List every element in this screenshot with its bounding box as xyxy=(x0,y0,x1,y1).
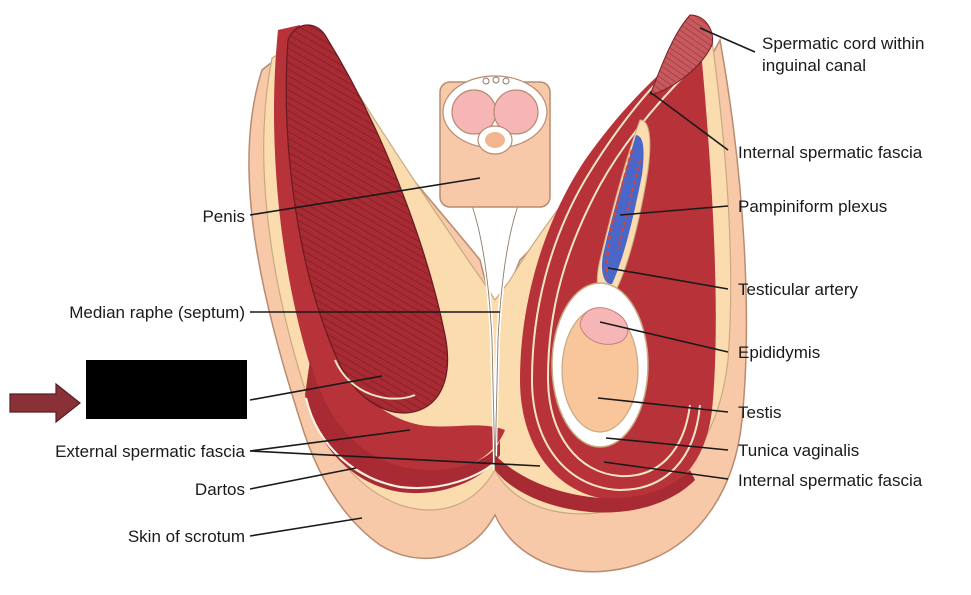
leader-tunica xyxy=(605,437,729,451)
label-testicular-artery: Testicular artery xyxy=(738,280,858,299)
label-median-raphe: Median raphe (septum) xyxy=(69,303,245,322)
right-fascia-line-outer xyxy=(530,49,701,492)
pampiniform-plexus-shape xyxy=(602,135,644,285)
label-tunica-vaginalis: Tunica vaginalis xyxy=(738,441,859,460)
left-testis-shape xyxy=(285,24,449,414)
leader-skin xyxy=(249,517,363,537)
redaction-box xyxy=(86,360,247,419)
left-fascia-line xyxy=(304,397,501,490)
leader-redacted xyxy=(249,375,383,401)
leader-external-fascia-1 xyxy=(249,429,411,452)
left-lower-band xyxy=(305,360,500,494)
leader-spermatic-cord xyxy=(699,27,756,53)
leader-internal-fascia-top xyxy=(649,91,729,151)
leader-penis xyxy=(249,177,481,216)
leader-external-fascia-2 xyxy=(249,450,541,467)
testicular-artery-shape-2 xyxy=(617,159,641,251)
label-spermatic-cord-line2: inguinal canal xyxy=(762,56,866,75)
leader-pampiniform xyxy=(619,205,729,216)
right-lower-band xyxy=(495,455,695,513)
label-epididymis: Epididymis xyxy=(738,343,820,362)
penis-cross-section xyxy=(439,75,551,208)
right-arrow-icon xyxy=(9,382,81,424)
leader-dartos xyxy=(249,467,357,490)
label-testis: Testis xyxy=(738,403,781,422)
label-spermatic-cord-line1: Spermatic cord within xyxy=(762,34,925,53)
leader-testicular-artery xyxy=(607,267,729,290)
spermatic-cord-shape xyxy=(649,14,714,96)
right-fascia-line-inner xyxy=(546,69,691,478)
label-internal-spermatic-fascia-top: Internal spermatic fascia xyxy=(738,143,923,162)
label-internal-spermatic-fascia-bottom: Internal spermatic fascia xyxy=(738,471,923,490)
testicular-artery-shape xyxy=(605,149,634,279)
median-septum-outline xyxy=(469,199,521,471)
left-testis-inner-line xyxy=(334,359,416,400)
leader-epididymis xyxy=(599,321,729,353)
label-skin-of-scrotum: Skin of scrotum xyxy=(128,527,245,546)
label-external-spermatic-fascia: External spermatic fascia xyxy=(55,442,245,461)
label-pampiniform-plexus: Pampiniform plexus xyxy=(738,197,887,216)
leader-testis xyxy=(597,397,729,413)
label-penis: Penis xyxy=(202,207,245,226)
left-muscle-sheath xyxy=(274,25,505,476)
label-dartos: Dartos xyxy=(195,480,245,499)
leader-internal-fascia-bottom xyxy=(603,461,729,480)
